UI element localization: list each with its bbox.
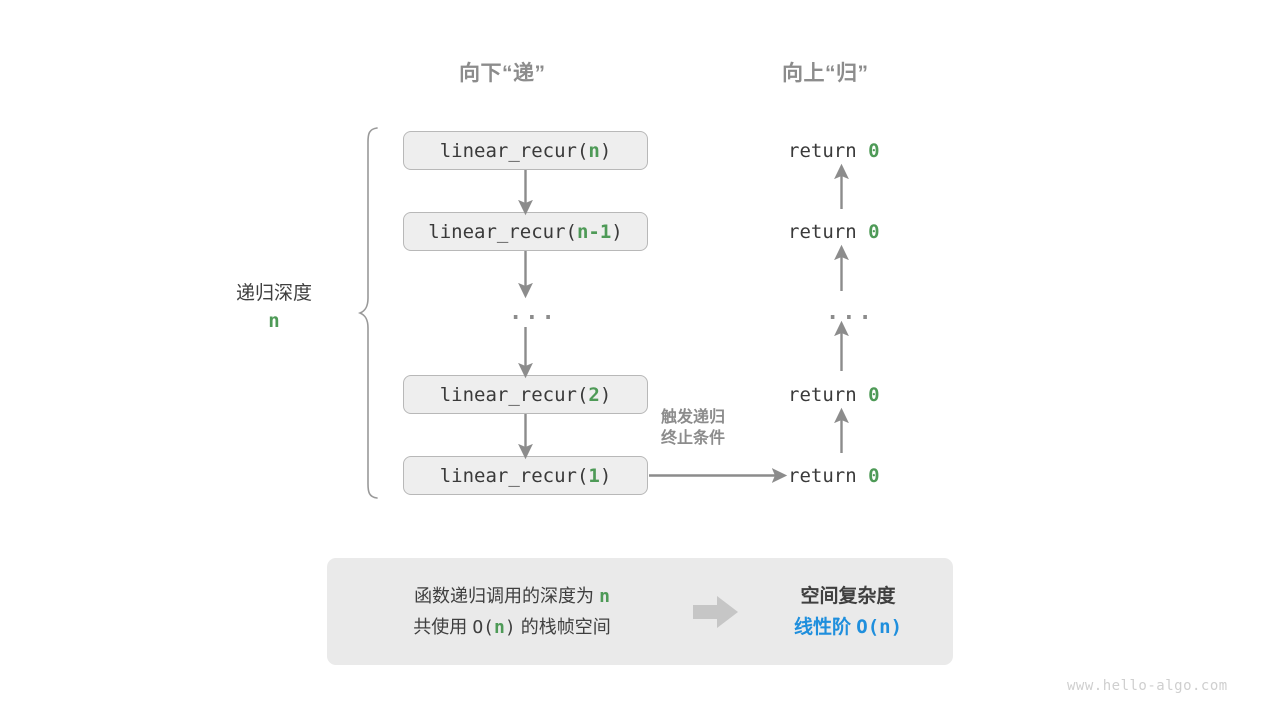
call-box-1-arg: 1 (588, 464, 600, 487)
summary-line-2: 共使用 O(n) 的栈帧空间 (345, 612, 679, 643)
call-box-1-suffix: ) (599, 464, 612, 487)
call-box-2[interactable]: linear_recur(2) (403, 375, 648, 414)
return-label-3: return 0 (788, 384, 880, 406)
ellipsis-descend: ... (509, 300, 558, 325)
return-value-2: 0 (868, 221, 880, 243)
call-box-2-prefix: linear_recur( (439, 383, 589, 406)
summary-implies-arrow-container (679, 595, 753, 629)
summary-line-1: 函数递归调用的深度为 n (345, 581, 679, 612)
call-box-1-prefix: linear_recur( (439, 464, 589, 487)
summary-line2-bigo-open: O( (472, 616, 494, 638)
call-box-n[interactable]: linear_recur(n) (403, 131, 648, 170)
call-box-2-arg: 2 (588, 383, 600, 406)
return-label-2: return 0 (788, 221, 880, 243)
heading-descend: 向下“递” (459, 62, 546, 85)
right-arrow-icon (693, 595, 738, 628)
summary-line2-variable: n (494, 616, 505, 638)
termination-note-line2: 终止条件 (661, 430, 726, 447)
summary-line1-variable: n (599, 585, 610, 607)
recursion-depth-label: 递归深度 n (188, 281, 360, 336)
summary-right-text: 空间复杂度 线性阶 O(n) (753, 581, 953, 643)
return-keyword-4: return (788, 465, 857, 487)
termination-condition-note: 触发递归 终止条件 (661, 407, 725, 449)
call-box-2-suffix: ) (599, 383, 612, 406)
return-value-1: 0 (868, 140, 880, 162)
termination-note-line1: 触发递归 (661, 409, 726, 426)
call-box-n-arg: n (588, 139, 600, 162)
return-keyword-3: return (788, 384, 857, 406)
call-box-n-suffix: ) (599, 139, 612, 162)
call-box-n1-arg: n-1 (576, 220, 612, 243)
space-complexity-value: 线性阶 O(n) (753, 612, 943, 643)
return-value-3: 0 (868, 384, 880, 406)
call-box-1[interactable]: linear_recur(1) (403, 456, 648, 495)
summary-line2-suffix: 的栈帧空间 (520, 616, 611, 637)
return-value-4: 0 (868, 465, 880, 487)
space-complexity-order-label: 线性阶 (793, 616, 851, 638)
call-box-n1-prefix: linear_recur( (428, 220, 577, 243)
return-keyword-2: return (788, 221, 857, 243)
summary-line1-prefix: 函数递归调用的深度为 (414, 585, 595, 606)
return-label-4: return 0 (788, 465, 880, 487)
ellipsis-ascend: ... (826, 300, 875, 325)
call-box-n-minus-1[interactable]: linear_recur(n-1) (403, 212, 648, 251)
watermark: www.hello-algo.com (1067, 678, 1228, 694)
space-complexity-title: 空间复杂度 (800, 585, 896, 607)
summary-left-text: 函数递归调用的深度为 n 共使用 O(n) 的栈帧空间 (327, 581, 679, 643)
return-label-1: return 0 (788, 140, 880, 162)
summary-line2-bigo-close: ) (504, 616, 516, 638)
call-box-n-prefix: linear_recur( (439, 139, 589, 162)
return-keyword-1: return (788, 140, 857, 162)
summary-line2-prefix: 共使用 (413, 616, 468, 637)
space-complexity-bigo: O(n) (856, 615, 903, 638)
call-box-n1-suffix: ) (611, 220, 623, 243)
heading-ascend: 向上“归” (782, 62, 869, 85)
recursion-depth-text: 递归深度 (235, 283, 312, 304)
depth-brace (358, 127, 378, 499)
recursion-depth-variable: n (268, 310, 280, 332)
summary-panel: 函数递归调用的深度为 n 共使用 O(n) 的栈帧空间 空间复杂度 线性阶 O(… (327, 558, 953, 665)
